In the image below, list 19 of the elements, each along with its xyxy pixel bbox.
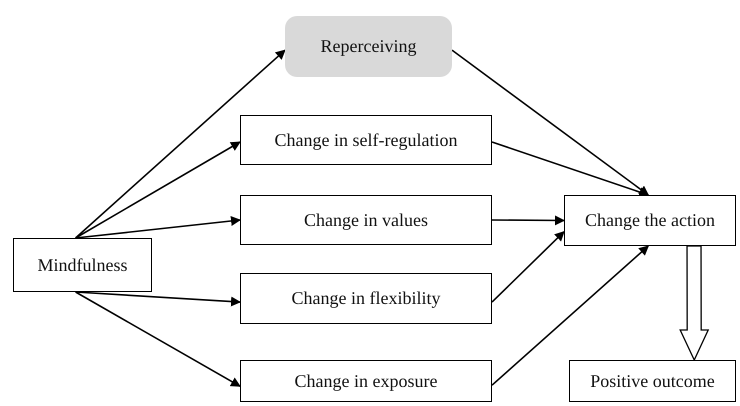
arrow	[491, 245, 650, 386]
arrow	[491, 231, 565, 303]
arrow	[75, 141, 241, 239]
arrow	[452, 50, 650, 196]
process-box: Change in self-regulation	[240, 115, 492, 165]
process-box: Mindfulness	[13, 238, 152, 292]
process-box: Change the action	[564, 195, 736, 246]
block-arrow	[679, 245, 710, 362]
arrow	[75, 50, 286, 239]
process-box: Change in values	[240, 195, 492, 245]
process-box: Change in exposure	[240, 360, 492, 402]
arrow	[75, 291, 241, 387]
process-box: Positive outcome	[569, 360, 736, 402]
arrow	[75, 216, 241, 239]
highlighted-box: Reperceiving	[285, 16, 452, 77]
arrow	[492, 215, 565, 226]
arrow	[76, 291, 241, 306]
process-box: Change in flexibility	[240, 273, 492, 324]
arrow	[492, 141, 650, 197]
